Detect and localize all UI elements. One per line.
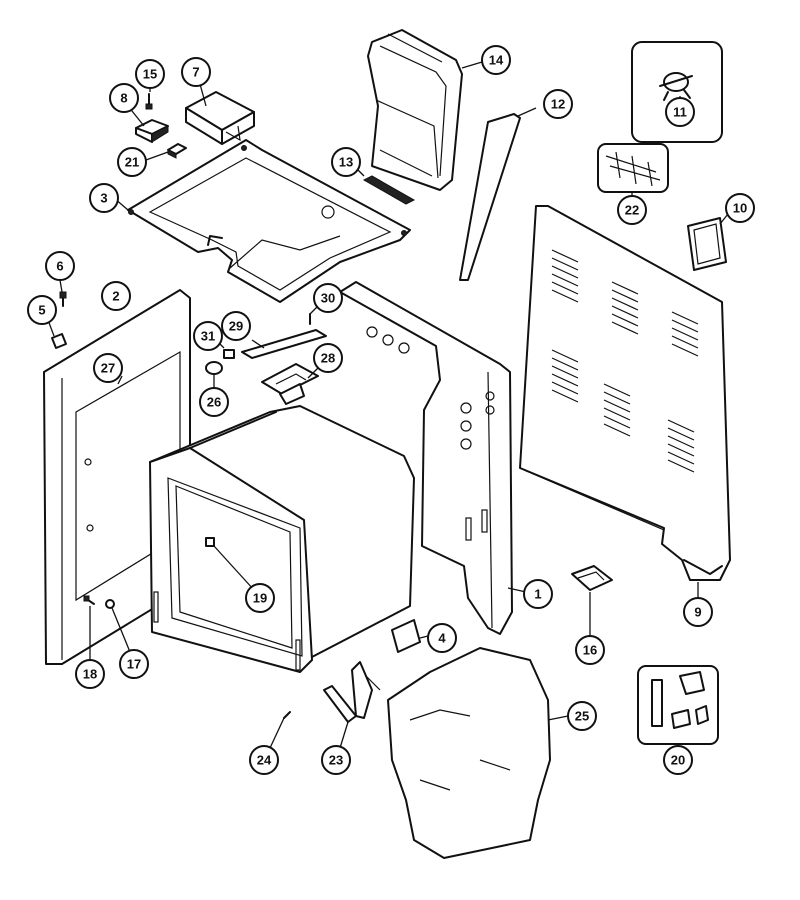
callout: 17 (119, 649, 149, 679)
part-clip-31 (223, 349, 235, 359)
part-duct (367, 29, 463, 191)
callout: 22 (617, 195, 647, 225)
callout-label: 26 (207, 395, 221, 410)
callout-label: 29 (229, 319, 243, 334)
callout-label: 25 (575, 709, 589, 724)
part-terminal-block (135, 119, 169, 143)
part-back-panel (519, 205, 731, 581)
part-top-panel (127, 139, 411, 303)
callout: 2 (101, 281, 131, 311)
callout-label: 31 (201, 329, 215, 344)
callout-label: 28 (321, 351, 335, 366)
callout-label: 20 (671, 753, 685, 768)
part-insulation-25 (387, 647, 551, 859)
part-screw-6 (59, 291, 67, 307)
callout: 14 (481, 45, 511, 75)
callout-label: 8 (120, 91, 127, 106)
part-harness-inset (597, 143, 669, 193)
callout: 21 (117, 147, 147, 177)
part-clip (167, 143, 187, 159)
callout: 3 (89, 183, 119, 213)
callout: 6 (45, 251, 75, 281)
part-bumper (51, 333, 67, 349)
part-nut-17 (105, 599, 115, 609)
callout: 5 (27, 295, 57, 325)
callout-label: 6 (56, 259, 63, 274)
callout: 11 (665, 97, 695, 127)
callout: 20 (663, 745, 693, 775)
callout: 10 (725, 193, 755, 223)
callout: 31 (193, 321, 223, 351)
callout: 1 (523, 579, 553, 609)
callout: 29 (221, 311, 251, 341)
callout-label: 15 (143, 67, 157, 82)
callout: 12 (543, 89, 573, 119)
callout-label: 14 (489, 53, 504, 68)
callout: 26 (199, 387, 229, 417)
callout: 24 (249, 745, 279, 775)
callout: 16 (575, 635, 605, 665)
part-bracket-29 (241, 329, 327, 359)
part-bracket-4 (391, 619, 421, 653)
part-hardware-kit-inset (637, 665, 719, 745)
callout: 23 (321, 745, 351, 775)
callout-label: 2 (112, 289, 119, 304)
callout: 19 (245, 583, 275, 613)
callout-label: 18 (83, 667, 97, 682)
callout-label: 16 (583, 643, 597, 658)
callout-label: 27 (101, 361, 115, 376)
part-bracket-10 (687, 217, 727, 271)
callout: 28 (313, 343, 343, 373)
callout: 8 (109, 83, 139, 113)
part-screw-24 (283, 711, 291, 719)
part-strip (459, 113, 521, 281)
callout: 18 (75, 659, 105, 689)
part-bracket-16 (571, 565, 613, 591)
part-thermostat-inset (631, 41, 723, 143)
part-hinge-23 (323, 661, 381, 723)
part-control-box (185, 91, 255, 145)
part-latch-28 (261, 363, 319, 405)
callout-label: 10 (733, 201, 747, 216)
callout-label: 17 (127, 657, 141, 672)
callout: 9 (683, 597, 713, 627)
callout-label: 4 (438, 631, 446, 646)
callout: 7 (181, 57, 211, 87)
callout-label: 7 (192, 65, 199, 80)
callout: 25 (567, 701, 597, 731)
part-screw-18 (83, 595, 95, 605)
callout-label: 30 (321, 291, 335, 306)
part-screw-small (145, 93, 153, 110)
callout-label: 21 (125, 155, 139, 170)
callout-label: 9 (694, 605, 701, 620)
callout-label: 1 (534, 587, 541, 602)
callout-label: 3 (100, 191, 107, 206)
part-vent-strip (362, 175, 416, 205)
part-side-panel-right (339, 281, 513, 635)
part-knob-26 (205, 361, 223, 375)
part-oven-cavity (149, 405, 415, 673)
callout-label: 19 (253, 591, 267, 606)
callout: 15 (135, 59, 165, 89)
callout-label: 24 (257, 753, 272, 768)
callout: 30 (313, 283, 343, 313)
callout-label: 12 (551, 97, 565, 112)
callout: 27 (93, 353, 123, 383)
callout-label: 23 (329, 753, 343, 768)
callout-label: 22 (625, 203, 639, 218)
callout-label: 11 (673, 105, 687, 120)
callout: 4 (427, 623, 457, 653)
callout: 13 (331, 147, 361, 177)
callout-label: 13 (339, 155, 353, 170)
callout-label: 5 (38, 303, 45, 318)
